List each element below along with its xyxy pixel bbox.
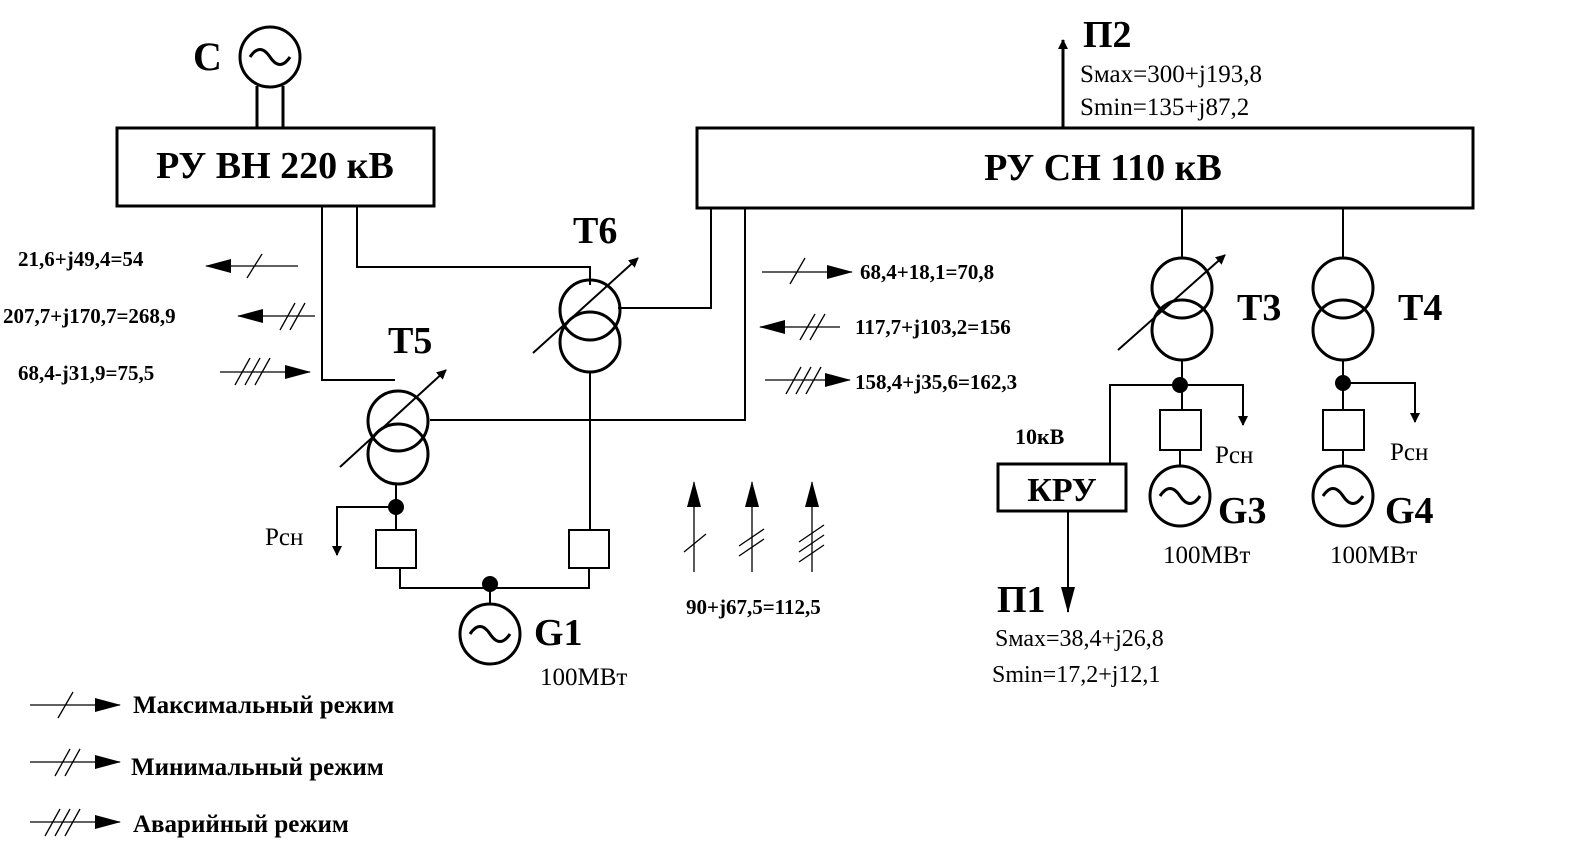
- load-p2-label: П2: [1083, 14, 1132, 56]
- t6-label: Т6: [573, 210, 617, 252]
- load-p1-smax: Sмах=38,4+j26,8: [995, 626, 1164, 652]
- breaker-icon: [568, 529, 610, 569]
- kru-voltage: 10кВ: [1015, 424, 1065, 449]
- generator-g1: G1 100МВт: [458, 576, 627, 691]
- breaker-icon: [1322, 409, 1365, 451]
- generator-symbol-icon: [1148, 464, 1212, 528]
- legend-emerg: Аварийный режим: [133, 811, 349, 838]
- load-p2-smax: Sмах=300+j193,8: [1080, 61, 1262, 88]
- mv-flow-min: 117,7+j103,2=156: [855, 315, 1011, 339]
- legend-max: Максимальный режим: [133, 692, 394, 719]
- mv-flow-max: 68,4+18,1=70,8: [860, 260, 994, 284]
- transformer-t5: Т5 Рсн: [265, 320, 447, 569]
- mv-bus-label: РУ СН 110 кВ: [984, 147, 1222, 189]
- hv-busbar: РУ ВН 220 кВ: [115, 126, 436, 208]
- load-p2-smin: Smin=135+j87,2: [1080, 94, 1249, 121]
- mv-flow-emerg: 158,4+j35,6=162,3: [855, 370, 1017, 394]
- breaker-icon: [1159, 409, 1202, 451]
- g3-label: G3: [1218, 490, 1267, 532]
- sine-wave-icon: [248, 48, 292, 66]
- breaker-icon: [375, 529, 417, 569]
- g1-label: G1: [534, 612, 583, 654]
- g3-power: 100МВт: [1163, 542, 1250, 569]
- sine-wave-icon: [1158, 487, 1202, 505]
- g4-power: 100МВт: [1330, 542, 1417, 569]
- own-needs-t4: Рсн: [1390, 439, 1428, 466]
- g1-power: 100МВт: [540, 664, 627, 691]
- transformer-t3: Т3 Рсн: [1109, 208, 1281, 469]
- generator-g3: G3 100МВт: [1148, 464, 1267, 569]
- hv-flow-max: 21,6+j49,4=54: [18, 247, 144, 271]
- mv-busbar: РУ СН 110 кВ: [695, 126, 1475, 210]
- mv-flows: 68,4+18,1=70,8 117,7+j103,2=156 158,4+j3…: [759, 257, 1017, 395]
- sine-wave-icon: [468, 625, 512, 643]
- t4-label: Т4: [1398, 287, 1442, 329]
- hv-flow-emerg: 68,4-j31,9=75,5: [18, 361, 154, 385]
- gen-flow: 90+j67,5=112,5: [686, 595, 821, 619]
- kru-switchgear: 10кВ КРУ: [996, 424, 1128, 613]
- t3-label: Т3: [1237, 287, 1281, 329]
- system-source: С: [193, 25, 302, 128]
- hv-connections: [321, 206, 746, 421]
- generator-g4: G4 100МВт: [1311, 464, 1434, 569]
- hv-bus-label: РУ ВН 220 кВ: [156, 145, 394, 187]
- gen-flows: 90+j67,5=112,5: [683, 481, 825, 619]
- own-needs-t5: Рсн: [265, 524, 303, 551]
- hv-flow-min: 207,7+j170,7=268,9: [3, 304, 176, 328]
- load-p1: П1 Sмах=38,4+j26,8 Smin=17,2+j12,1: [992, 579, 1164, 688]
- g4-label: G4: [1385, 490, 1434, 532]
- legend-min: Минимальный режим: [131, 754, 384, 781]
- kru-label: КРУ: [1027, 472, 1097, 509]
- sine-wave-icon: [1321, 487, 1365, 505]
- load-p1-smin: Smin=17,2+j12,1: [992, 662, 1160, 688]
- hv-flows: 21,6+j49,4=54 207,7+j170,7=268,9 68,4-j3…: [3, 247, 315, 386]
- source-label: С: [193, 34, 222, 79]
- own-needs-t3: Рсн: [1215, 442, 1253, 469]
- transformer-t4: Т4 Рсн: [1311, 208, 1442, 466]
- load-p1-label: П1: [997, 579, 1046, 621]
- generator-symbol-icon: [458, 602, 522, 666]
- generator-symbol-icon: [238, 25, 302, 89]
- generator-symbol-icon: [1311, 464, 1375, 528]
- legend: Максимальный режим Минимальный режим Ава…: [30, 691, 394, 838]
- load-p2: П2 Sмах=300+j193,8 Smin=135+j87,2: [1058, 14, 1262, 128]
- t5-label: Т5: [388, 320, 432, 362]
